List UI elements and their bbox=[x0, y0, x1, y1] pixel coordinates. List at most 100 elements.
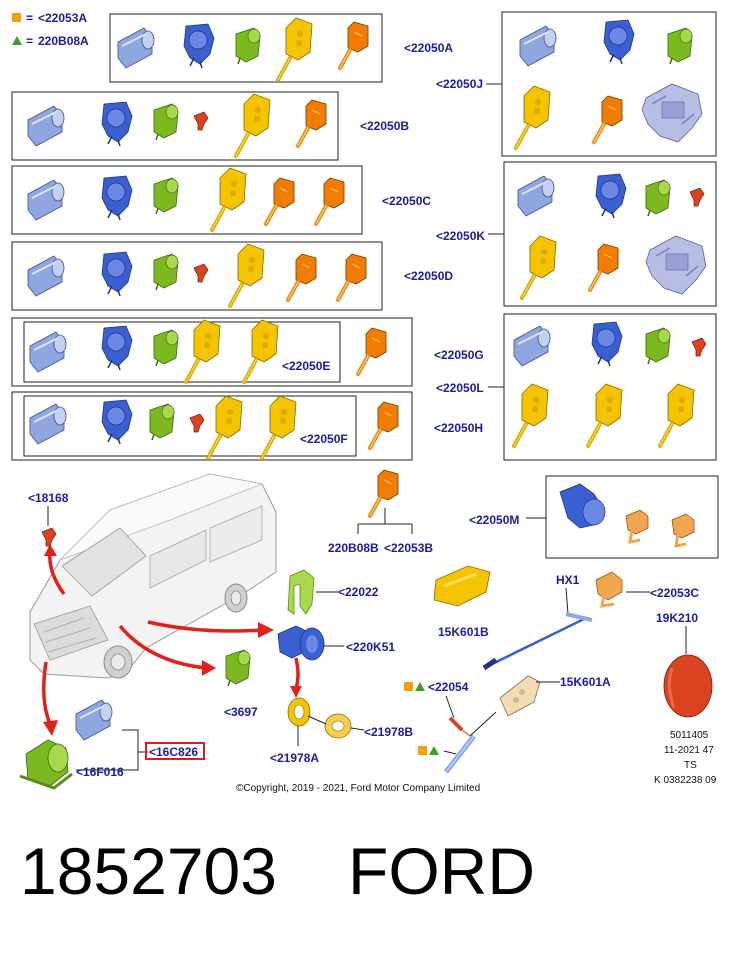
part-15k601a-fob bbox=[499, 675, 541, 717]
part-16c826-leader bbox=[76, 729, 139, 771]
kit-e-green-part bbox=[153, 329, 179, 367]
kit-b-yellow-key bbox=[234, 92, 272, 158]
kit-c-orange-key-2 bbox=[314, 176, 346, 226]
kit-l-label: <22050L bbox=[436, 381, 484, 395]
part-220k51-label: <220K51 bbox=[346, 640, 395, 654]
kit-m-flat-key-1 bbox=[625, 509, 649, 544]
legend-green-equals: = bbox=[26, 34, 33, 48]
hx1-label: HX1 bbox=[556, 573, 580, 587]
part-21978b-washer bbox=[324, 713, 352, 739]
kit-e-box bbox=[23, 321, 341, 383]
blade-leader bbox=[443, 750, 457, 755]
part-15k601b-fob bbox=[433, 565, 491, 607]
kit-j-barrel bbox=[603, 19, 635, 65]
part-22054-green-triangle-icon bbox=[415, 682, 425, 691]
part-15k601a-label: 15K601A bbox=[560, 675, 611, 689]
kit-d-label: <22050D bbox=[404, 269, 453, 283]
kit-l-yellow-key-1 bbox=[512, 382, 550, 448]
legend-orange-equals: = bbox=[26, 11, 33, 25]
blue-key-blade bbox=[444, 734, 476, 774]
legend-orange-code: <22053A bbox=[38, 11, 87, 25]
part-16c826-highlight bbox=[145, 742, 205, 760]
van-illustration bbox=[29, 473, 277, 679]
kit-f-cylinder bbox=[29, 403, 67, 445]
kit-e-yellow-key-1 bbox=[184, 318, 222, 384]
copyright-text: ©Copyright, 2019 - 2021, Ford Motor Comp… bbox=[236, 783, 480, 794]
part-21978a-label: <21978A bbox=[270, 751, 319, 765]
legend-green-code: 220B08A bbox=[38, 34, 89, 48]
part-number: 1852703 bbox=[20, 834, 277, 908]
kit-h-orange-key bbox=[368, 400, 400, 450]
spare-orange-key bbox=[368, 468, 400, 518]
kit-c-orange-key-1 bbox=[264, 176, 296, 226]
kit-d-cylinder bbox=[27, 255, 65, 297]
part-3697-green-part bbox=[225, 649, 251, 687]
fob-connector-line bbox=[469, 711, 497, 737]
kit-j-label: <22050J bbox=[436, 77, 483, 91]
part-18168-red-clip bbox=[41, 527, 57, 547]
part-15k601b-label: 15K601B bbox=[438, 625, 489, 639]
kit-f-box bbox=[23, 395, 357, 457]
part-16f016-label: <16F016 bbox=[76, 765, 124, 779]
kit-j-cylinder bbox=[519, 25, 557, 67]
part-16c826-cylinder bbox=[75, 699, 113, 741]
kit-a-cylinder bbox=[117, 27, 155, 69]
kit-k-green-part bbox=[645, 179, 671, 217]
kit-d-orange-key-1 bbox=[286, 252, 318, 302]
hx1-leader bbox=[565, 587, 569, 615]
reference-line-2: 11-2021 47 bbox=[664, 745, 714, 756]
part-21978a-washer bbox=[287, 697, 311, 727]
kit-k-red-part bbox=[689, 187, 705, 207]
blade-green-triangle-icon bbox=[429, 746, 439, 755]
kit-j-yellow-key bbox=[514, 84, 552, 150]
kit-b-cylinder bbox=[27, 105, 65, 147]
hx1-cable bbox=[482, 612, 593, 671]
kit-j-lock-body bbox=[641, 83, 703, 143]
part-220k51-barrel bbox=[277, 625, 325, 661]
legend-orange-square-icon bbox=[12, 13, 21, 22]
kit-k-cylinder bbox=[517, 175, 555, 217]
reference-line-3: TS bbox=[684, 760, 697, 771]
kit-b-barrel bbox=[101, 101, 133, 147]
kit-c-cylinder bbox=[27, 179, 65, 221]
kit-a-orange-key bbox=[338, 20, 370, 70]
part-3697-label: <3697 bbox=[224, 705, 258, 719]
kit-f-yellow-key-1 bbox=[206, 394, 244, 460]
kit-m-flat-key-2 bbox=[671, 513, 695, 548]
kit-d-orange-key-2 bbox=[336, 252, 368, 302]
part-22053b-label: <22053B bbox=[384, 541, 433, 555]
kit-k-label: <22050K bbox=[436, 229, 485, 243]
kit-k-lock-body bbox=[645, 235, 707, 295]
part-21978b-label: <21978B bbox=[364, 725, 413, 739]
reference-line-1: 5011405 bbox=[670, 730, 709, 741]
kit-g-box bbox=[11, 317, 413, 387]
part-16f016-green-housing bbox=[19, 739, 73, 790]
kit-c-yellow-key bbox=[210, 166, 248, 232]
kit-j-green-part bbox=[667, 27, 693, 65]
blade-orange-square-icon bbox=[418, 746, 427, 755]
kit-j-orange-key bbox=[592, 94, 624, 144]
part-22054-orange-square-icon bbox=[404, 682, 413, 691]
kit-g-label: <22050G bbox=[434, 348, 484, 362]
kit-f-yellow-key-2 bbox=[260, 394, 298, 460]
kit-a-yellow-key bbox=[276, 16, 314, 82]
kit-b-red-part bbox=[193, 111, 209, 131]
part-19k210-label: 19K210 bbox=[656, 611, 698, 625]
kit-m-label: <22050M bbox=[469, 513, 519, 527]
part-18168-label: <18168 bbox=[28, 491, 69, 505]
kit-k-barrel bbox=[595, 173, 627, 219]
kit-c-green-part bbox=[153, 177, 179, 215]
kit-e-barrel bbox=[101, 325, 133, 371]
kit-f-label: <22050F bbox=[300, 432, 348, 446]
part-19k210-cap bbox=[663, 654, 713, 718]
kit-l-barrel bbox=[591, 321, 623, 367]
part-22054-key-blade bbox=[448, 716, 471, 737]
kit-l-cylinder bbox=[513, 325, 551, 367]
legend-green-triangle-icon bbox=[12, 36, 22, 45]
kit-l-yellow-key-3 bbox=[658, 382, 696, 448]
part-21978b-leader bbox=[350, 727, 365, 731]
kit-e-yellow-key-2 bbox=[242, 318, 280, 384]
kit-d-green-part bbox=[153, 253, 179, 291]
kit-m-box bbox=[545, 475, 719, 559]
kit-h-box bbox=[11, 391, 413, 461]
